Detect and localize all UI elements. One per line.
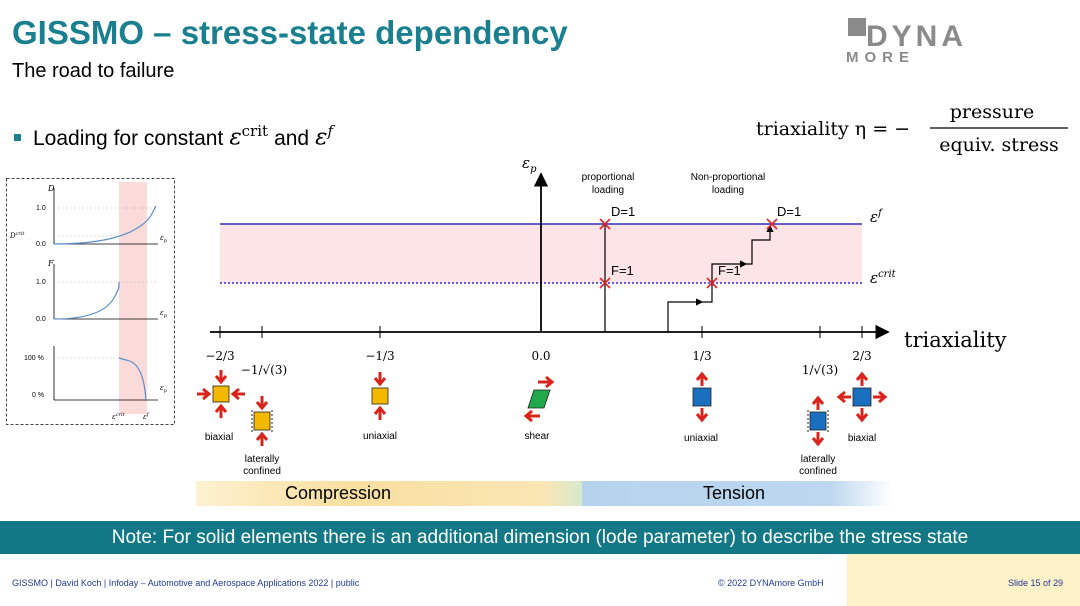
bullet-point: Loading for constant εcrit and εf	[14, 122, 333, 151]
marker-d1-a	[599, 218, 611, 230]
label-biaxial-tension: biaxial	[848, 433, 876, 444]
panel3-ytick-100: 100 %	[24, 355, 44, 362]
d1-nonproportional: D=1	[777, 204, 801, 219]
panel3-xtick-f: εf	[143, 412, 150, 421]
panel2-curve	[53, 281, 120, 320]
note-bar: Note: For solid elements there is an add…	[0, 521, 1080, 554]
biaxial-tension-icon	[836, 371, 888, 423]
x-axis-label: triaxiality	[904, 328, 1007, 352]
tick-inv-sqrt3: 1/√(3)	[802, 363, 838, 377]
panel2-ytick-1: 1.0	[36, 279, 46, 286]
eps-f-label: εf	[870, 208, 884, 226]
nonproportional-label-1: Non-proportional	[691, 172, 766, 183]
dynamore-logo: DYNA MORE	[846, 18, 967, 66]
eps-crit-label: εcrit	[870, 269, 897, 287]
uniaxial-compression-icon	[371, 372, 389, 420]
panel1-ytick-1: 1.0	[36, 205, 46, 212]
f1-nonproportional: F=1	[718, 263, 741, 278]
logo-text-bottom: MORE	[846, 49, 915, 66]
label-laterally-tens-2: confined	[799, 466, 837, 477]
logo-block	[848, 18, 866, 36]
bullet-square-icon	[14, 133, 21, 141]
tick-one-third: 1/3	[692, 349, 711, 363]
triaxiality-diagram: εf εcrit εp triaxiality −2/3 −1/√(3) −1/…	[197, 160, 1007, 477]
tension-zone	[582, 481, 892, 506]
formula-denominator: equiv. stress	[939, 134, 1059, 156]
footer-copyright: © 2022 DYNAmore GmbH	[718, 578, 824, 588]
panel1-dcrit: Dcrit	[9, 231, 25, 240]
proportional-label-2: loading	[592, 185, 624, 196]
panel1-ylabel: D	[47, 184, 55, 193]
panel3-xtick-crit: εcrit	[112, 412, 126, 421]
panel2-ylabel: F	[47, 259, 54, 268]
tick-neg-two-thirds: −2/3	[205, 349, 234, 363]
label-laterally-tens-1: laterally	[801, 454, 835, 465]
panel3-xlabel: εp	[160, 384, 168, 394]
tick-two-thirds: 2/3	[852, 349, 871, 363]
laterally-confined-tension-icon	[807, 395, 829, 447]
label-uniaxial-compression: uniaxial	[363, 431, 397, 442]
triaxiality-formula: triaxiality η = − pressure equiv. stress	[756, 101, 1068, 156]
inset-border	[6, 178, 175, 425]
footer-left: GISSMO | David Koch | Infoday – Automoti…	[12, 578, 360, 588]
compression-label: Compression	[285, 483, 392, 503]
slide-number: Slide 15 of 29	[1008, 578, 1064, 588]
f1-proportional: F=1	[611, 263, 634, 278]
formula-numerator: pressure	[950, 101, 1035, 123]
label-biaxial-compression: biaxial	[205, 432, 233, 443]
panel1-ytick-0: 0.0	[36, 241, 46, 248]
nonproportional-label-2: loading	[712, 185, 744, 196]
label-laterally-comp-1: laterally	[245, 454, 279, 465]
label-uniaxial-tension: uniaxial	[684, 433, 718, 444]
shear-icon	[523, 375, 555, 423]
panel2-ytick-0: 0.0	[36, 316, 46, 323]
formula-lhs: triaxiality η = −	[756, 118, 910, 140]
bullet-eps-crit: εcrit	[229, 122, 269, 151]
label-shear: shear	[524, 431, 550, 442]
panel3-curve	[118, 357, 147, 401]
compression-zone	[196, 481, 582, 506]
marker-f1-a	[599, 277, 611, 289]
laterally-confined-compression-icon	[251, 396, 273, 446]
bullet-and: and	[274, 126, 310, 150]
inset-damage-curves: D 1.0 0.0 Dcrit εp F 1.0 0.0 εp 100 % 0 …	[6, 178, 175, 425]
logo-text-top: DYNA	[866, 20, 967, 53]
failure-markers	[599, 218, 778, 289]
x-ticks	[219, 326, 863, 338]
nonprop-step-1	[667, 298, 704, 332]
panel1-curve	[53, 205, 157, 245]
d1-proportional: D=1	[611, 204, 635, 219]
tension-label: Tension	[703, 483, 766, 503]
nonprop-step-3	[746, 224, 774, 265]
panel2-xlabel: εp	[160, 309, 168, 319]
biaxial-compression-icon	[197, 370, 245, 418]
label-laterally-comp-2: confined	[243, 466, 281, 477]
y-axis-label: εp	[522, 160, 537, 175]
slide-title: GISSMO – stress-state dependency	[12, 14, 568, 51]
bullet-eps-f: εf	[315, 122, 334, 151]
slide-subtitle: The road to failure	[12, 60, 175, 82]
slide-number-box	[847, 554, 1080, 606]
bullet-text: Loading for constant	[33, 126, 224, 150]
tick-neg-inv-sqrt3: −1/√(3)	[241, 363, 287, 377]
panel1-xlabel: εp	[160, 234, 168, 244]
uniaxial-tension-icon	[692, 371, 712, 423]
panel3-ytick-0: 0 %	[32, 392, 44, 399]
note-text: Note: For solid elements there is an add…	[111, 527, 969, 548]
tick-neg-one-third: −1/3	[365, 349, 394, 363]
marker-f1-b	[706, 277, 718, 289]
proportional-label-1: proportional	[582, 172, 635, 183]
tick-zero: 0.0	[531, 349, 550, 363]
inset-critical-band	[119, 182, 147, 414]
marker-d1-b	[766, 218, 778, 230]
